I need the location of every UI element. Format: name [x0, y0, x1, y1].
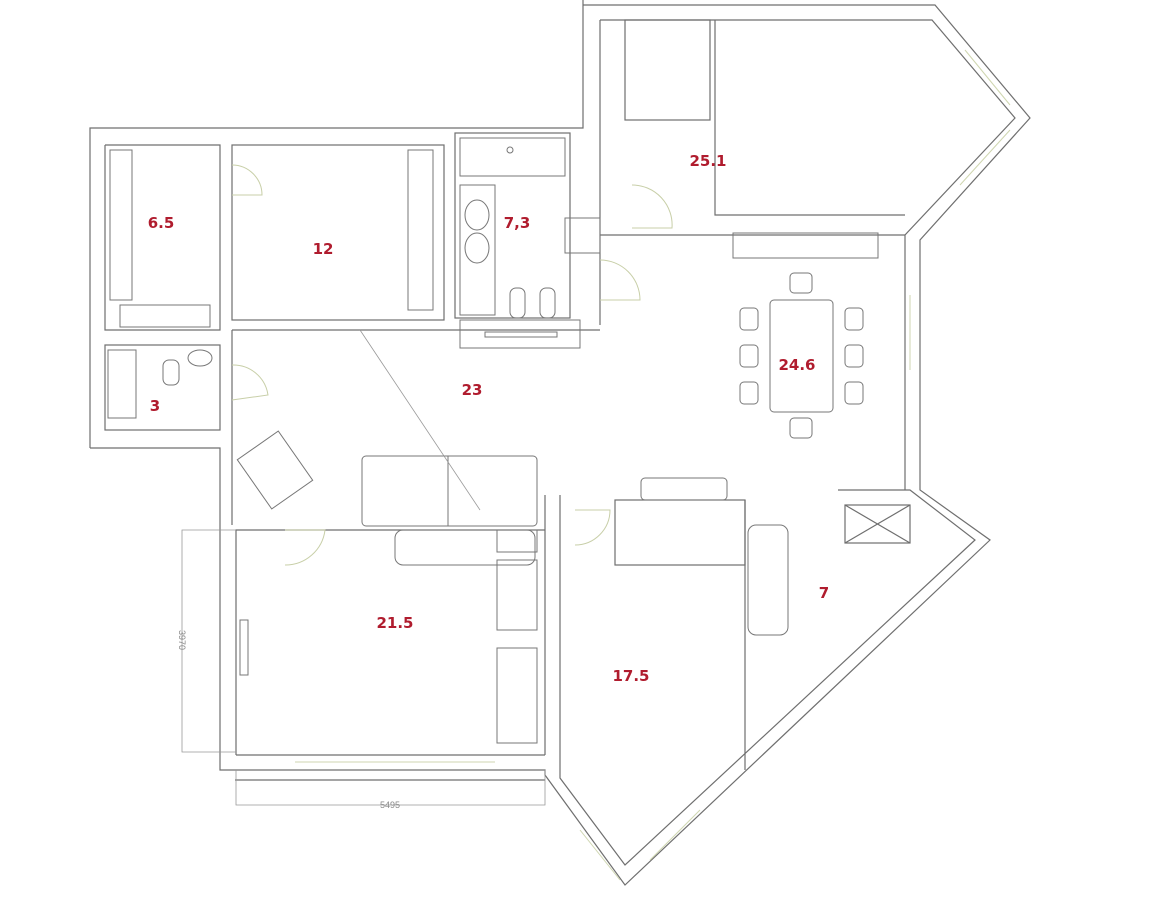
inner-walls	[104, 19, 911, 770]
room-area-label: 6.5	[148, 214, 175, 232]
windows	[295, 49, 1011, 881]
room-area-label: 25.1	[689, 152, 726, 170]
dimensions: 3970 5495	[177, 529, 546, 810]
room-area-label: 7,3	[504, 214, 531, 232]
room-area-label: 12	[313, 240, 334, 258]
room-area-label: 24.6	[778, 356, 815, 374]
outer-walls	[89, 0, 1031, 886]
height-dimension: 3970	[177, 630, 187, 650]
room-area-label: 7	[819, 584, 829, 602]
furniture	[107, 137, 879, 744]
room-area-label: 21.5	[376, 614, 413, 632]
room-area-label: 3	[150, 397, 160, 415]
room-area-label: 17.5	[612, 667, 649, 685]
doors	[231, 164, 673, 566]
width-dimension: 5495	[380, 800, 400, 810]
room-labels: 6.5 12 7,3 25.1 3 23 24.6 21.5 17.5 7	[148, 152, 830, 685]
room-area-label: 23	[462, 381, 483, 399]
